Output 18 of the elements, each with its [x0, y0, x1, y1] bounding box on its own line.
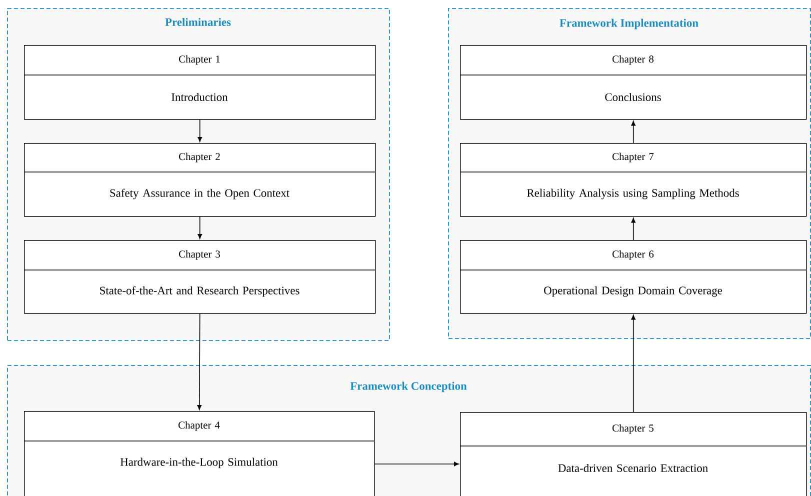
arrow: [197, 313, 202, 410]
chapter-box: Chapter 8 Conclusions: [460, 45, 807, 120]
panel-title: Framework Implementation: [560, 18, 698, 30]
chapter-box: Chapter 6 Operational Design Domain Coverage: [460, 240, 807, 314]
panel-title: Framework Conception: [350, 382, 467, 392]
arrow: [198, 216, 202, 239]
chapter-box: Chapter 7 Reliability Analysis using Sampling Methods: [460, 143, 807, 217]
arrow: [631, 120, 636, 144]
chapter-box: Chapter 4 Hardware-in-the-Loop Simulation: [24, 411, 375, 496]
panel-title: Preliminaries: [165, 18, 231, 26]
chapter-box: Chapter 3 State-of-the-Art and Research Perspectives: [24, 240, 376, 314]
arrow: [631, 218, 636, 240]
arrow: [631, 314, 636, 412]
arrow: [198, 119, 202, 142]
chapter-box: Chapter 5 Data-driven Scenario Extraction: [460, 412, 807, 496]
chapter-box: Chapter 2 Safety Assurance in the Open Context: [24, 143, 376, 217]
arrow: [374, 462, 459, 466]
chapter-box: Chapter 1 Introduction: [24, 45, 376, 120]
